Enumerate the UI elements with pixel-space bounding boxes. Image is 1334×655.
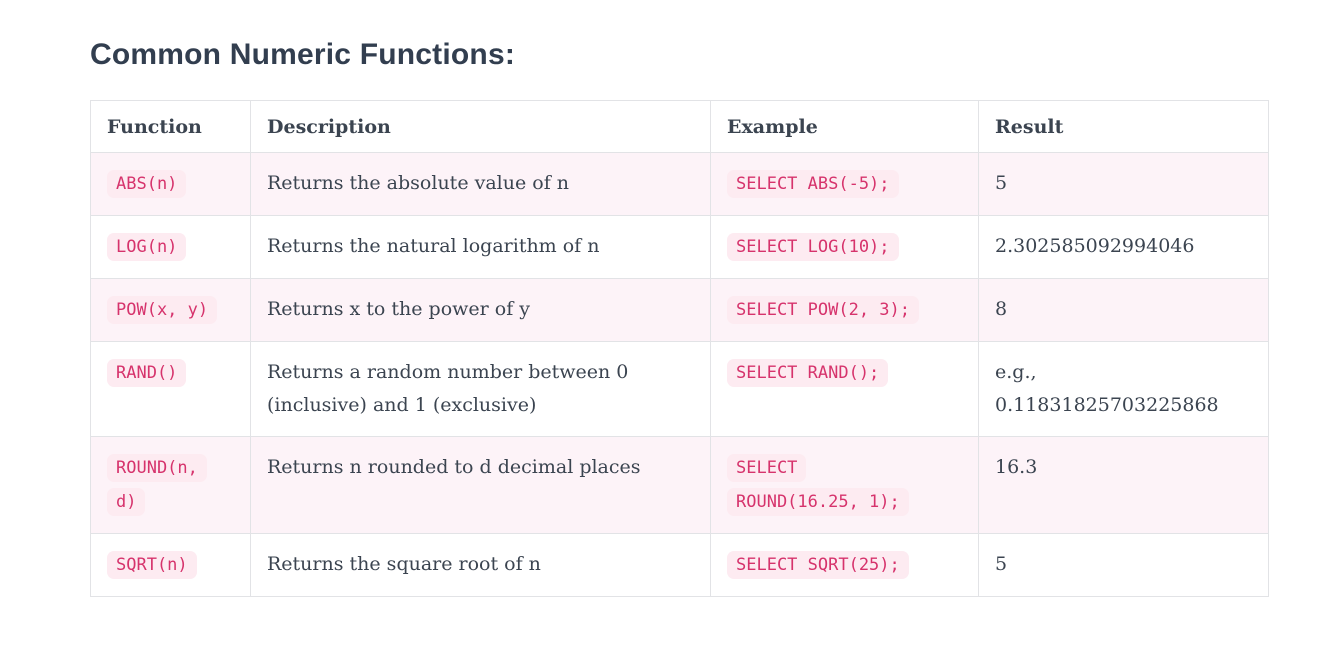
function-description: Returns the absolute value of n (250, 151, 711, 216)
table-row: POW(x, y) Returns x to the power of y SE… (90, 277, 1269, 342)
table-row: SQRT(n) Returns the square root of n SEL… (90, 533, 1269, 598)
function-result: 8 (978, 277, 1269, 342)
example-code: SELECT ABS(-5); (727, 169, 899, 198)
function-description: Returns a random number between 0 (inclu… (250, 340, 711, 438)
column-header-description: Description (250, 99, 711, 153)
function-result: 2.302585092994046 (978, 214, 1269, 279)
function-description: Returns x to the power of y (250, 277, 711, 342)
function-code: ABS(n) (107, 169, 187, 198)
table-row: LOG(n) Returns the natural logarithm of … (90, 214, 1269, 279)
function-result: 16.3 (978, 436, 1269, 535)
example-code: SELECT POW(2, 3); (727, 295, 919, 324)
function-result: e.g., 0.11831825703225868 (978, 340, 1269, 438)
example-code: SELECT LOG(10); (727, 232, 899, 261)
function-code: ROUND(n, d) (107, 454, 207, 517)
function-result: 5 (978, 151, 1269, 216)
function-code: SQRT(n) (107, 551, 197, 580)
function-code: RAND() (107, 358, 187, 387)
function-result: 5 (978, 533, 1269, 598)
table-header-row: Function Description Example Result (90, 99, 1269, 153)
column-header-result: Result (978, 99, 1269, 153)
page-title: Common Numeric Functions: (90, 38, 516, 71)
example-code: SELECT SQRT(25); (727, 551, 909, 580)
table-row: ABS(n) Returns the absolute value of n S… (90, 151, 1269, 216)
function-description: Returns n rounded to d decimal places (250, 436, 711, 535)
column-header-example: Example (710, 99, 979, 153)
function-description: Returns the square root of n (250, 533, 711, 598)
function-code: POW(x, y) (107, 295, 218, 324)
function-description: Returns the natural logarithm of n (250, 214, 711, 279)
table-body: ABS(n) Returns the absolute value of n S… (90, 151, 1269, 598)
page: Common Numeric Functions: Function Descr… (90, 38, 1269, 598)
table-row: RAND() Returns a random number between 0… (90, 340, 1269, 438)
example-code: SELECT ROUND(16.25, 1); (727, 454, 909, 517)
example-code: SELECT RAND(); (727, 358, 889, 387)
column-header-function: Function (90, 99, 251, 153)
function-code: LOG(n) (107, 232, 187, 261)
table-row: ROUND(n, d) Returns n rounded to d decim… (90, 436, 1269, 535)
numeric-functions-table: Function Description Example Result ABS(… (90, 99, 1269, 598)
